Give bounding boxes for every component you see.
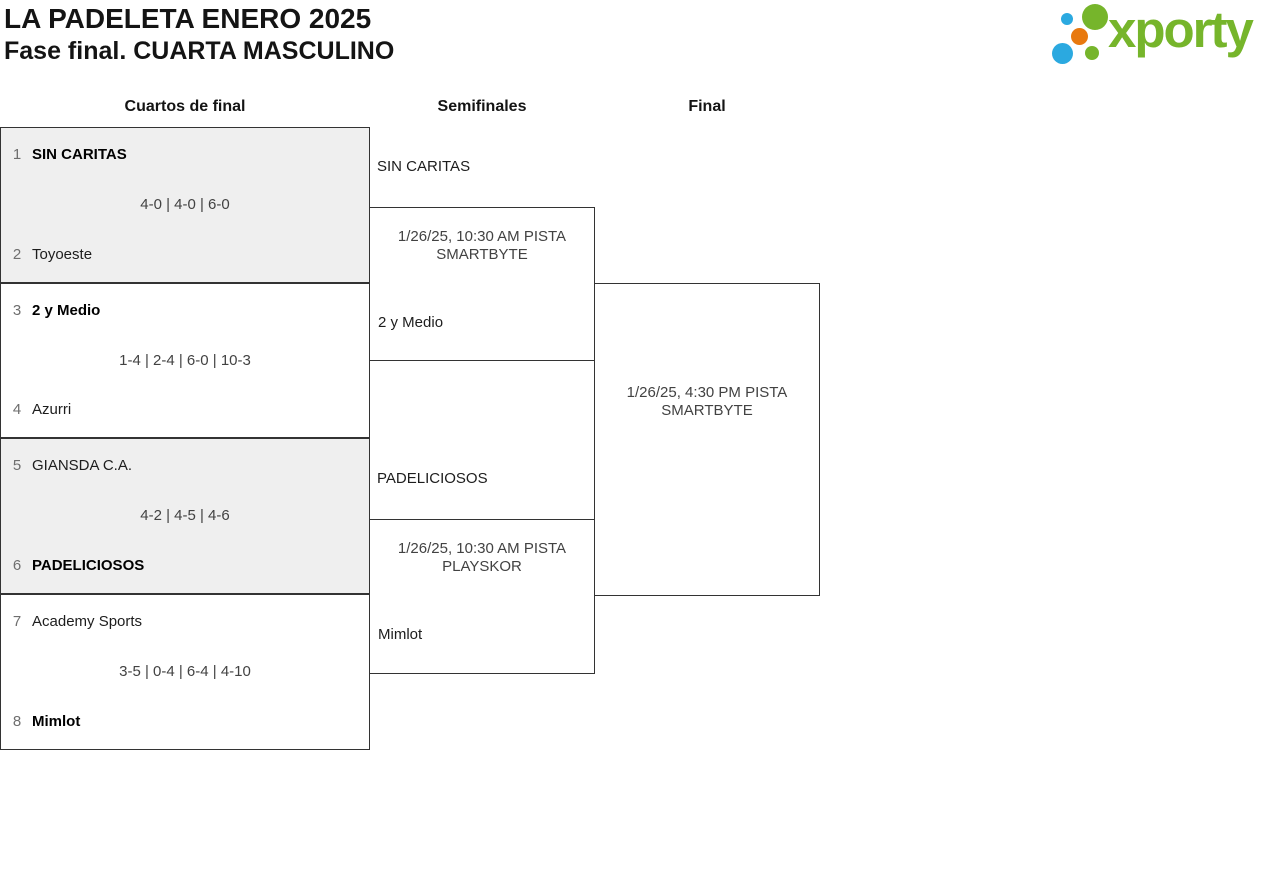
team-seed: 5 xyxy=(12,457,22,474)
round-header-semifinals: Semifinales xyxy=(437,98,527,115)
semifinal-2-team-2: Mimlot xyxy=(378,626,423,643)
team-seed: 1 xyxy=(12,146,22,163)
phase-subtitle: Fase final. CUARTA MASCULINO xyxy=(4,37,395,65)
xporty-logo: xporty xyxy=(1048,0,1280,72)
team-row: 3 2 y Medio xyxy=(1,302,369,319)
quarterfinal-match-1[interactable]: 1 SIN CARITAS 4-0 | 4-0 | 6-0 2 Toyoeste xyxy=(0,127,370,283)
team-seed: 3 xyxy=(12,302,22,319)
team-row: 6 PADELICIOSOS xyxy=(1,557,369,574)
quarterfinal-match-3[interactable]: 5 GIANSDA C.A. 4-2 | 4-5 | 4-6 6 PADELIC… xyxy=(0,438,370,594)
tournament-title: LA PADELETA ENERO 2025 xyxy=(4,3,372,34)
team-row: 2 Toyoeste xyxy=(1,246,369,263)
logo-dot-icon xyxy=(1052,43,1073,64)
team-name: Toyoeste xyxy=(32,246,93,263)
team-row: 1 SIN CARITAS xyxy=(1,146,369,163)
team-name: GIANSDA C.A. xyxy=(32,457,133,474)
round-header-quarterfinals: Cuartos de final xyxy=(124,98,246,115)
semifinal-1-team-2: 2 y Medio xyxy=(378,314,444,331)
team-row: 4 Azurri xyxy=(1,401,369,418)
team-name: SIN CARITAS xyxy=(32,146,127,163)
team-name: PADELICIOSOS xyxy=(32,557,145,574)
logo-dot-icon xyxy=(1061,13,1073,25)
team-name: Academy Sports xyxy=(32,613,143,630)
semifinal-match-1[interactable]: 1/26/25, 10:30 AM PISTA SMARTBYTE 2 y Me… xyxy=(369,207,595,361)
match-schedule: 1/26/25, 10:30 AM PISTA PLAYSKOR xyxy=(397,540,567,575)
final-match[interactable]: 1/26/25, 4:30 PM PISTA SMARTBYTE xyxy=(594,283,820,596)
team-name: Azurri xyxy=(32,401,72,418)
match-schedule: 1/26/25, 4:30 PM PISTA SMARTBYTE xyxy=(626,384,788,419)
semifinal-2-team-1: PADELICIOSOS xyxy=(377,470,488,487)
match-score: 1-4 | 2-4 | 6-0 | 10-3 xyxy=(119,351,251,369)
xporty-logo-text: xporty xyxy=(1108,1,1254,58)
semifinal-1-team-1: SIN CARITAS xyxy=(377,158,471,175)
round-header-final: Final xyxy=(688,98,726,115)
logo-dot-icon xyxy=(1085,46,1099,60)
team-seed: 6 xyxy=(12,557,22,574)
match-score: 4-0 | 4-0 | 6-0 xyxy=(140,196,230,213)
team-row: 7 Academy Sports xyxy=(1,613,369,630)
match-score: 3-5 | 0-4 | 6-4 | 4-10 xyxy=(119,663,251,680)
team-seed: 8 xyxy=(12,713,22,730)
logo-dot-icon xyxy=(1071,28,1088,45)
team-name: 2 y Medio xyxy=(32,302,101,319)
team-row: 5 GIANSDA C.A. xyxy=(1,457,369,474)
team-row: 8 Mimlot xyxy=(1,713,369,730)
semifinal-match-2[interactable]: 1/26/25, 10:30 AM PISTA PLAYSKOR Mimlot xyxy=(369,519,595,674)
logo-dot-icon xyxy=(1082,4,1108,30)
team-seed: 7 xyxy=(12,613,22,630)
match-schedule: 1/26/25, 10:30 AM PISTA SMARTBYTE xyxy=(397,228,567,263)
quarterfinal-match-4[interactable]: 7 Academy Sports 3-5 | 0-4 | 6-4 | 4-10 … xyxy=(0,594,370,750)
team-seed: 2 xyxy=(12,246,22,263)
team-name: Mimlot xyxy=(32,713,81,730)
quarterfinal-match-2[interactable]: 3 2 y Medio 1-4 | 2-4 | 6-0 | 10-3 4 Azu… xyxy=(0,283,370,438)
team-seed: 4 xyxy=(12,401,22,418)
match-score: 4-2 | 4-5 | 4-6 xyxy=(140,507,230,524)
